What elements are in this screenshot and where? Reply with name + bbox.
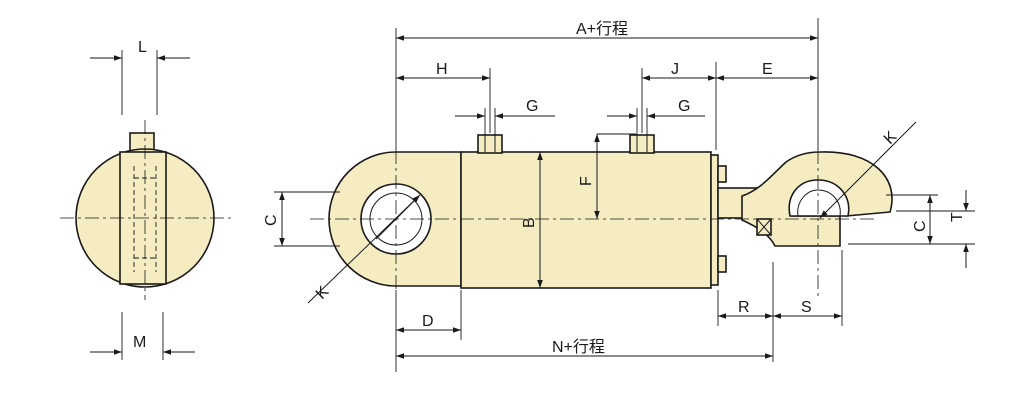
- label-S: S: [801, 299, 812, 316]
- end-view-lug: [119, 151, 167, 285]
- label-G-front: G: [678, 98, 690, 115]
- label-A: A+行程: [576, 20, 628, 38]
- port-rear: [477, 134, 503, 154]
- front-head: [710, 154, 719, 286]
- label-J: J: [671, 61, 679, 78]
- side-view: A+行程 H J E G G F B C: [263, 18, 975, 372]
- label-N: N+行程: [552, 338, 605, 356]
- label-K-left: K: [313, 283, 333, 303]
- cylinder-barrel: [460, 151, 712, 289]
- label-E: E: [762, 61, 773, 78]
- label-G-rear: G: [526, 98, 538, 115]
- end-view: L M: [60, 39, 232, 360]
- port-front: [629, 134, 655, 154]
- label-M: M: [133, 334, 146, 351]
- label-D: D: [422, 313, 434, 330]
- label-B: B: [521, 217, 538, 228]
- label-C-right: C: [912, 220, 929, 232]
- label-R: R: [738, 299, 750, 316]
- bolt-top: [717, 165, 727, 183]
- label-T: T: [949, 212, 966, 222]
- label-C-left: C: [263, 214, 280, 226]
- label-F: F: [578, 176, 595, 186]
- label-L: L: [138, 39, 147, 56]
- label-K-right: K: [881, 128, 901, 148]
- label-H: H: [436, 61, 448, 78]
- bolt-bottom: [717, 255, 727, 273]
